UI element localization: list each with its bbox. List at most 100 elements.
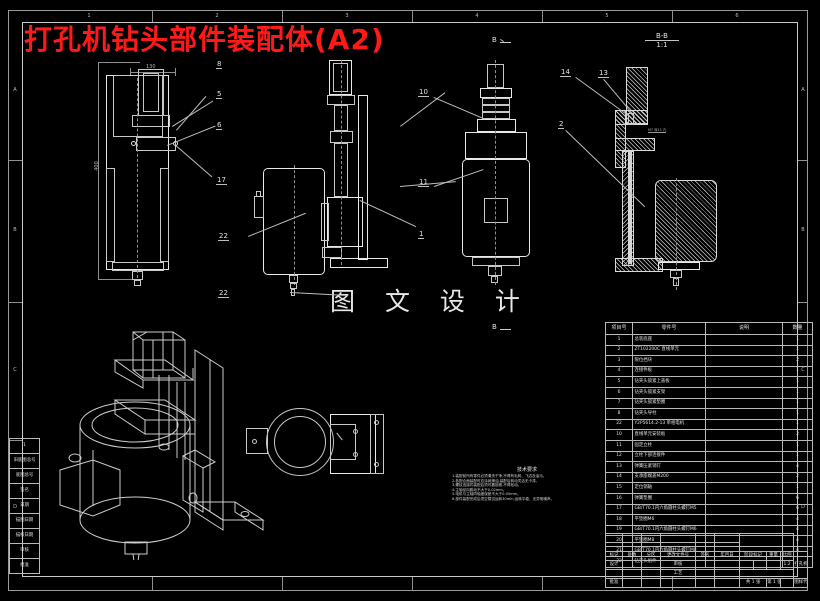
zone-tick-bot-4: [542, 577, 543, 591]
balloon-tag-13: 13: [598, 69, 609, 78]
bom-cell-part: 钻夹头锁紧垫圈: [632, 397, 706, 410]
section-arrow-bottom-line: [500, 329, 511, 330]
bom-cell-part: Y2P5614.2-13 单相电机: [632, 418, 706, 431]
left-block-cell: 日期: [9, 498, 40, 514]
bom-cell-part: GB/T70.1内六角圆柱头螺钉M5: [632, 503, 706, 516]
motor4-bottom-flange: [472, 257, 520, 266]
bom-cell-qty: 2: [782, 471, 813, 484]
bom-header-no: 项目号: [605, 322, 633, 335]
motor4-ring3: [482, 112, 510, 119]
bom-cell-no: 3: [605, 355, 633, 367]
zone-tick-right-1: [798, 160, 808, 161]
tb-c6: [714, 533, 740, 543]
top-flange: [132, 115, 170, 127]
tb-sheet-no: 第 1 张: [766, 578, 781, 588]
tb-weight-label: 重量: [766, 551, 781, 561]
tb-scale-value: 1:2: [779, 560, 795, 570]
section-thread-note: M7 深11 孔: [648, 128, 667, 133]
bom-cell-part: 平垫圈M6: [632, 514, 706, 526]
bom-cell-part: 弹簧垫圈: [632, 492, 706, 505]
dim-width-text: 130: [146, 64, 156, 70]
bom-cell-qty: 4: [782, 514, 813, 526]
bom-cell-desc: [705, 429, 783, 441]
left-block-row: 1: [9, 438, 40, 454]
section-base-block: [615, 258, 663, 272]
bom-cell-no: 22: [605, 418, 633, 431]
section-scale-text: 1:1: [656, 41, 668, 49]
motor4-body: [462, 159, 530, 257]
section-title-text: B-B: [645, 32, 679, 41]
zone-label-right-b: B: [801, 227, 805, 233]
tb-b3: [641, 542, 661, 552]
bom-cell-no: 12: [605, 450, 633, 463]
bom-cell-desc: [705, 334, 783, 346]
watermark-text: 图 文 设 计: [330, 287, 531, 316]
section-centerline: [676, 178, 677, 290]
bom-cell-qty: 4: [782, 461, 813, 473]
title-block-process-row: 工艺: [605, 569, 808, 579]
bom-cell-part: 立柱下部连接件: [632, 450, 706, 463]
bom-cell-no: 10: [605, 429, 633, 441]
left-block-cell: 描图日期: [9, 513, 40, 529]
bom-cell-part: 固定立柱: [632, 439, 706, 452]
tb-d3: [641, 560, 661, 570]
balloon-tag-2: 2: [558, 120, 565, 129]
zone-tick-bot-3: [412, 577, 413, 591]
tb-top-note: [738, 533, 795, 552]
left-block-row: 描图日期: [9, 513, 40, 529]
left-block-cell: 描校日期: [9, 528, 40, 544]
clamp-hole-mt: [353, 429, 358, 434]
zone-tick-left-2: [8, 302, 22, 303]
bom-cell-no: 15: [605, 482, 633, 494]
bom-header-part: 零件号: [632, 322, 706, 335]
clamp-inner-circle: [274, 416, 326, 468]
clamp-hole-mb: [353, 452, 358, 457]
section-mark-bottom-b: B: [492, 323, 497, 331]
tb-c1: [605, 533, 623, 543]
bom-cell-part: 定位销轴: [632, 482, 706, 494]
bom-cell-qty: 1: [782, 482, 813, 494]
bom-cell-part: ZT102200C 直线单元: [632, 344, 706, 357]
sheet-outer-border: [8, 10, 808, 591]
zone-tick-top-5: [672, 10, 673, 22]
bom-cell-no: 16: [605, 492, 633, 505]
bom-cell-part: 总装底座: [632, 334, 706, 346]
bom-cell-part: 支承座端盖M200: [632, 471, 706, 484]
tb-a5: [695, 578, 715, 588]
tb-b1: [605, 542, 623, 552]
isometric-svg: [59, 331, 265, 560]
bom-cell-no: 6: [605, 386, 633, 399]
barrel-right-rib: [160, 168, 169, 262]
left-block-row: 审核: [9, 543, 40, 559]
tb-c2: [622, 533, 642, 543]
bom-cell-qty: 1: [782, 450, 813, 463]
motor4-drill-tip: [491, 276, 498, 283]
zone-label-top-4: 4: [475, 13, 479, 19]
bom-cell-qty: 1: [782, 334, 813, 346]
zone-tick-bot-2: [282, 577, 283, 591]
side-terminal-box: [254, 196, 264, 218]
bom-cell-qty: 1: [782, 386, 813, 399]
bom-cell-part: 弹簧压紧销钉: [632, 461, 706, 473]
motor4-centerline: [495, 60, 496, 285]
bom-cell-qty: 6: [782, 492, 813, 505]
bom-cell-desc: [705, 514, 783, 526]
drawing-title: 打孔机钻头部件装配体(A2): [24, 23, 385, 56]
tb-a2: [622, 578, 642, 588]
bom-cell-no: 11: [605, 439, 633, 452]
zone-label-left-c: C: [13, 367, 17, 373]
lower-flange: [112, 262, 164, 271]
zone-tick-top-1: [152, 10, 153, 22]
title-block-design-row: 设计 审核 1:2: [605, 560, 808, 570]
tb-sheet-total: 共 1 张: [738, 578, 768, 588]
bracket-hole-left: [131, 141, 136, 146]
tb-c4: [660, 533, 696, 543]
